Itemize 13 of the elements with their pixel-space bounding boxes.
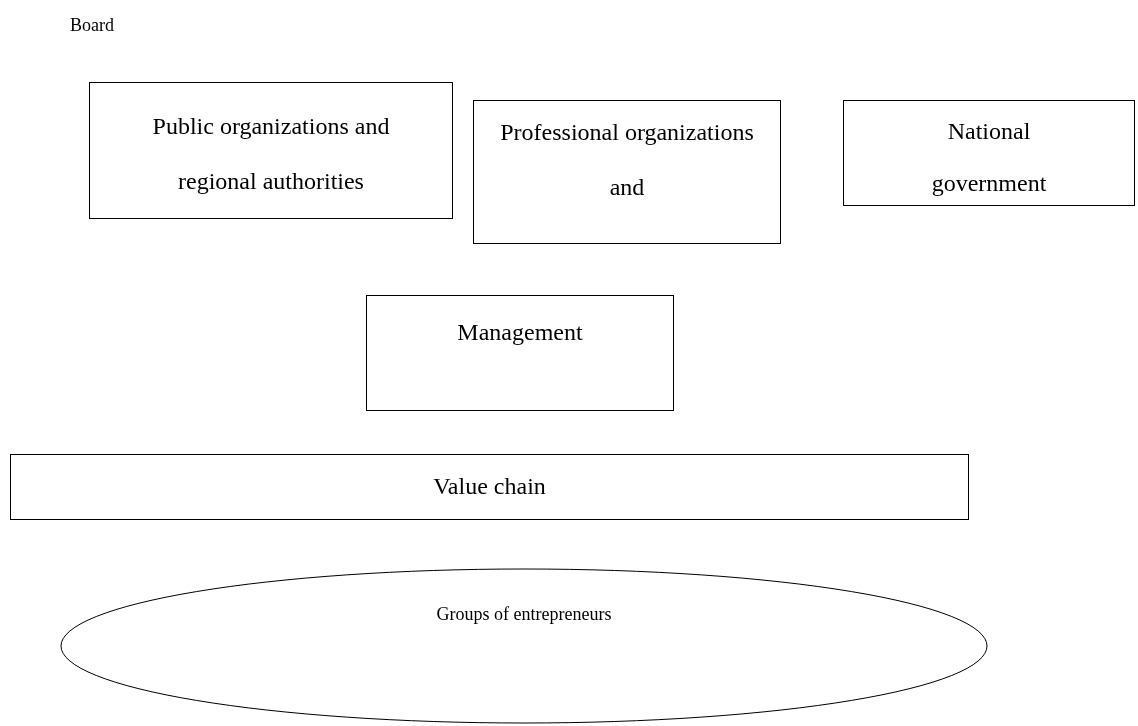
- text-box: [843, 100, 1135, 206]
- node-text: Public organizations and regional authorities: [151, 112, 391, 196]
- node-text: Value chain: [433, 472, 546, 501]
- text-box: [89, 82, 453, 219]
- board-label: Board: [70, 14, 114, 37]
- node-text: Groups of entrepreneurs: [436, 603, 612, 626]
- text-box: [473, 100, 781, 244]
- text-box: [366, 295, 674, 411]
- node-text: Management: [457, 318, 583, 347]
- text-box: [10, 454, 969, 520]
- node-text: Professional organizations and: [499, 118, 755, 202]
- oval-node: [60, 568, 988, 724]
- node-text: National government: [930, 117, 1048, 198]
